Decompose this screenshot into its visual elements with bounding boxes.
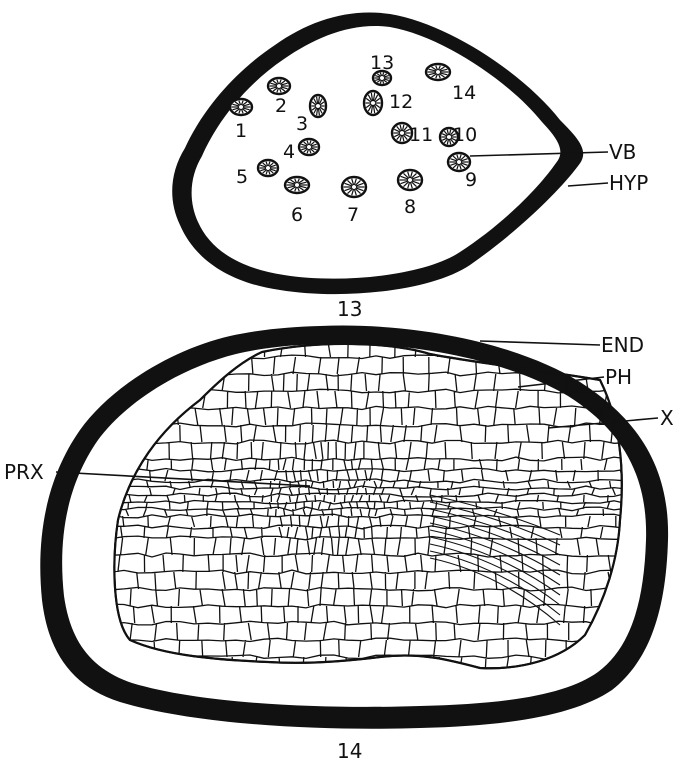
hyp-label: HYP: [609, 171, 648, 195]
vascular-bundle-14: [426, 64, 450, 80]
vascular-bundle-12: [364, 91, 382, 115]
bundle-number-8: 8: [404, 196, 416, 218]
bundle-number-3: 3: [296, 113, 308, 135]
xylem-cells: [98, 338, 638, 691]
figure-14-number: 14: [337, 739, 362, 763]
ph-label: PH: [605, 365, 632, 389]
bundle-number-7: 7: [347, 204, 359, 226]
bundle-number-11: 11: [409, 124, 433, 146]
end-label: END: [601, 333, 644, 357]
figure-14-root-cross-section: END PH X PRX 14: [4, 326, 674, 763]
bundle-number-6: 6: [291, 204, 303, 226]
bundle-number-9: 9: [465, 169, 477, 191]
vascular-bundle-6: [285, 177, 309, 193]
end-leader-line: [480, 341, 600, 345]
x-label: X: [660, 406, 674, 430]
hyp-leader-line: [568, 183, 608, 186]
prx-label: PRX: [4, 460, 44, 484]
bundle-number-2: 2: [275, 95, 287, 117]
bundle-number-12: 12: [389, 91, 413, 113]
vascular-bundle-5: [258, 160, 278, 176]
bundle-number-10: 10: [453, 124, 477, 146]
bundle-number-5: 5: [236, 166, 248, 188]
cell-walls: [98, 338, 638, 691]
vascular-bundles: [230, 64, 470, 197]
vascular-bundle-2: [268, 78, 290, 94]
vb-leader-line: [470, 152, 608, 156]
figure-13-number: 13: [337, 297, 362, 321]
xylem-cell-network: [98, 338, 638, 691]
vb-label: VB: [609, 140, 636, 164]
vascular-bundle-3: [310, 95, 326, 117]
bundle-number-4: 4: [283, 141, 295, 163]
vascular-bundle-1: [230, 99, 252, 115]
vascular-bundle-7: [342, 177, 366, 197]
bundle-number-13: 13: [370, 52, 394, 74]
bundle-number-1: 1: [235, 120, 247, 142]
vascular-bundle-4: [299, 139, 319, 155]
vascular-bundle-8: [398, 170, 422, 190]
bundle-number-14: 14: [452, 82, 476, 104]
